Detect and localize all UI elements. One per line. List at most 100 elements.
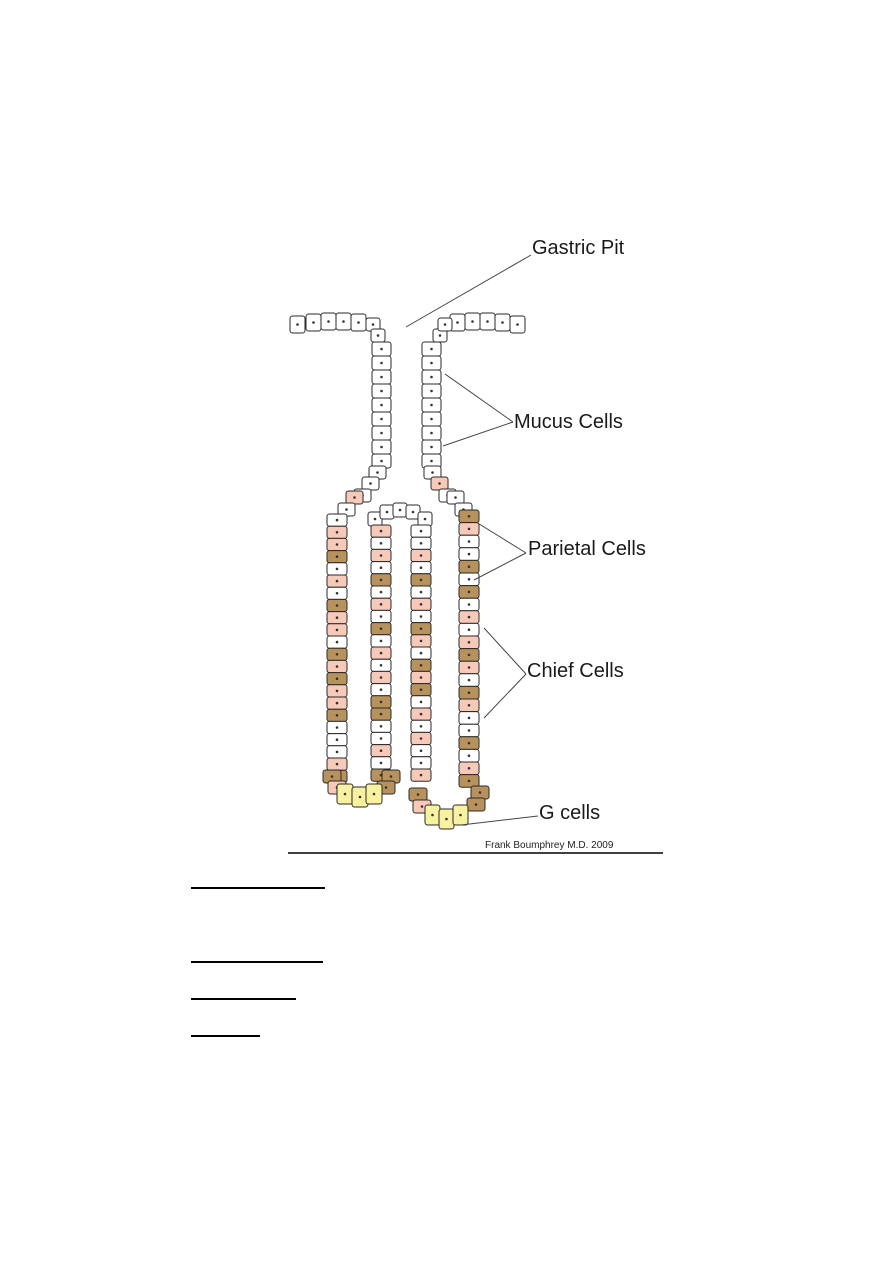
cell-nucleus	[335, 714, 339, 717]
cell-nucleus	[389, 775, 393, 778]
cell-nucleus	[385, 510, 389, 514]
cell-nucleus	[335, 604, 339, 607]
cell-nucleus	[357, 321, 360, 324]
cell-nucleus	[379, 615, 383, 618]
cell-nucleus	[419, 761, 423, 765]
cell-nucleus	[380, 459, 383, 463]
chief-pointer-upper	[483, 627, 527, 675]
cell-nucleus	[438, 482, 441, 485]
cell-nucleus	[467, 678, 471, 682]
gland-cell-layer	[289, 312, 526, 830]
figure-credit: Frank Boumphrey M.D. 2009	[485, 840, 614, 851]
cell-nucleus	[379, 712, 383, 716]
cell-nucleus	[474, 803, 478, 806]
cell-nucleus	[419, 712, 423, 716]
chief-cells-label: Chief Cells	[527, 660, 624, 682]
cell-nucleus	[467, 565, 471, 568]
cell-nucleus	[467, 527, 471, 531]
cell-nucleus	[335, 555, 339, 558]
cell-nucleus	[431, 813, 434, 817]
cell-nucleus	[353, 496, 356, 499]
cell-nucleus	[478, 791, 482, 794]
cell-nucleus	[358, 795, 362, 799]
cell-nucleus	[420, 805, 424, 808]
cell-nucleus	[419, 773, 423, 777]
cell-nucleus	[335, 592, 339, 595]
cell-nucleus	[335, 689, 339, 693]
cell-nucleus	[379, 542, 383, 545]
cell-nucleus	[373, 517, 377, 521]
cell-nucleus	[380, 445, 383, 449]
cell-nucleus	[419, 615, 423, 618]
cell-nucleus	[430, 431, 433, 435]
cell-nucleus	[430, 403, 433, 407]
cell-nucleus	[379, 603, 383, 606]
cell-nucleus	[330, 775, 334, 778]
cell-nucleus	[419, 664, 423, 667]
mucus-cells-label: Mucus Cells	[514, 411, 623, 433]
cell-nucleus	[335, 616, 339, 619]
cell-nucleus	[430, 361, 433, 365]
cell-nucleus	[380, 389, 383, 393]
chief-pointer-lower	[483, 673, 527, 719]
cell-nucleus	[467, 741, 471, 745]
cell-nucleus	[467, 704, 471, 707]
cell-nucleus	[430, 347, 433, 351]
cell-nucleus	[345, 508, 348, 511]
cell-nucleus	[379, 688, 383, 691]
cell-nucleus	[379, 651, 383, 655]
cell-nucleus	[467, 628, 471, 631]
cell-nucleus	[335, 750, 339, 754]
cell-nucleus	[419, 590, 423, 594]
cell-nucleus	[516, 323, 519, 326]
cell-nucleus	[443, 323, 447, 326]
cell-nucleus	[467, 552, 471, 556]
g-cells-label: G cells	[539, 802, 600, 824]
cell-nucleus	[486, 320, 489, 323]
cell-nucleus	[379, 737, 383, 740]
cell-nucleus	[335, 726, 339, 729]
gastric-pit-label: Gastric Pit	[532, 237, 625, 259]
cell-nucleus	[380, 417, 383, 421]
cell-nucleus	[335, 665, 339, 668]
cell-nucleus	[430, 389, 433, 393]
cell-nucleus	[372, 792, 376, 796]
cell-nucleus	[379, 676, 383, 679]
parietal-cells-label: Parietal Cells	[528, 538, 646, 560]
cell-nucleus	[369, 482, 372, 485]
cell-nucleus	[335, 640, 339, 644]
cell-nucleus	[335, 738, 339, 741]
cell-nucleus	[456, 321, 459, 324]
cell-nucleus	[379, 578, 383, 582]
cell-nucleus	[419, 554, 423, 557]
cell-nucleus	[312, 321, 315, 324]
cell-nucleus	[467, 716, 471, 720]
cell-nucleus	[467, 779, 471, 783]
cell-nucleus	[419, 603, 423, 606]
cell-nucleus	[419, 529, 423, 533]
cell-nucleus	[335, 579, 339, 583]
cell-nucleus	[379, 529, 383, 533]
cell-nucleus	[335, 762, 339, 766]
cell-nucleus	[431, 471, 434, 474]
cell-nucleus	[471, 320, 474, 323]
cell-nucleus	[467, 666, 471, 669]
answer-blank-4	[191, 1035, 260, 1037]
cell-nucleus	[335, 653, 339, 656]
gastric-pit-pointer	[405, 254, 532, 328]
cell-nucleus	[419, 676, 423, 679]
cell-nucleus	[380, 431, 383, 435]
cell-nucleus	[467, 754, 471, 757]
cell-nucleus	[467, 729, 471, 732]
cell-nucleus	[467, 590, 471, 594]
cell-nucleus	[384, 786, 388, 789]
cell-nucleus	[398, 508, 402, 512]
cell-nucleus	[419, 749, 423, 752]
cell-nucleus	[380, 361, 383, 365]
cell-nucleus	[379, 700, 383, 704]
cell-nucleus	[501, 321, 504, 324]
pointer-lines	[405, 254, 539, 826]
cell-nucleus	[467, 603, 471, 606]
cell-nucleus	[467, 540, 471, 543]
